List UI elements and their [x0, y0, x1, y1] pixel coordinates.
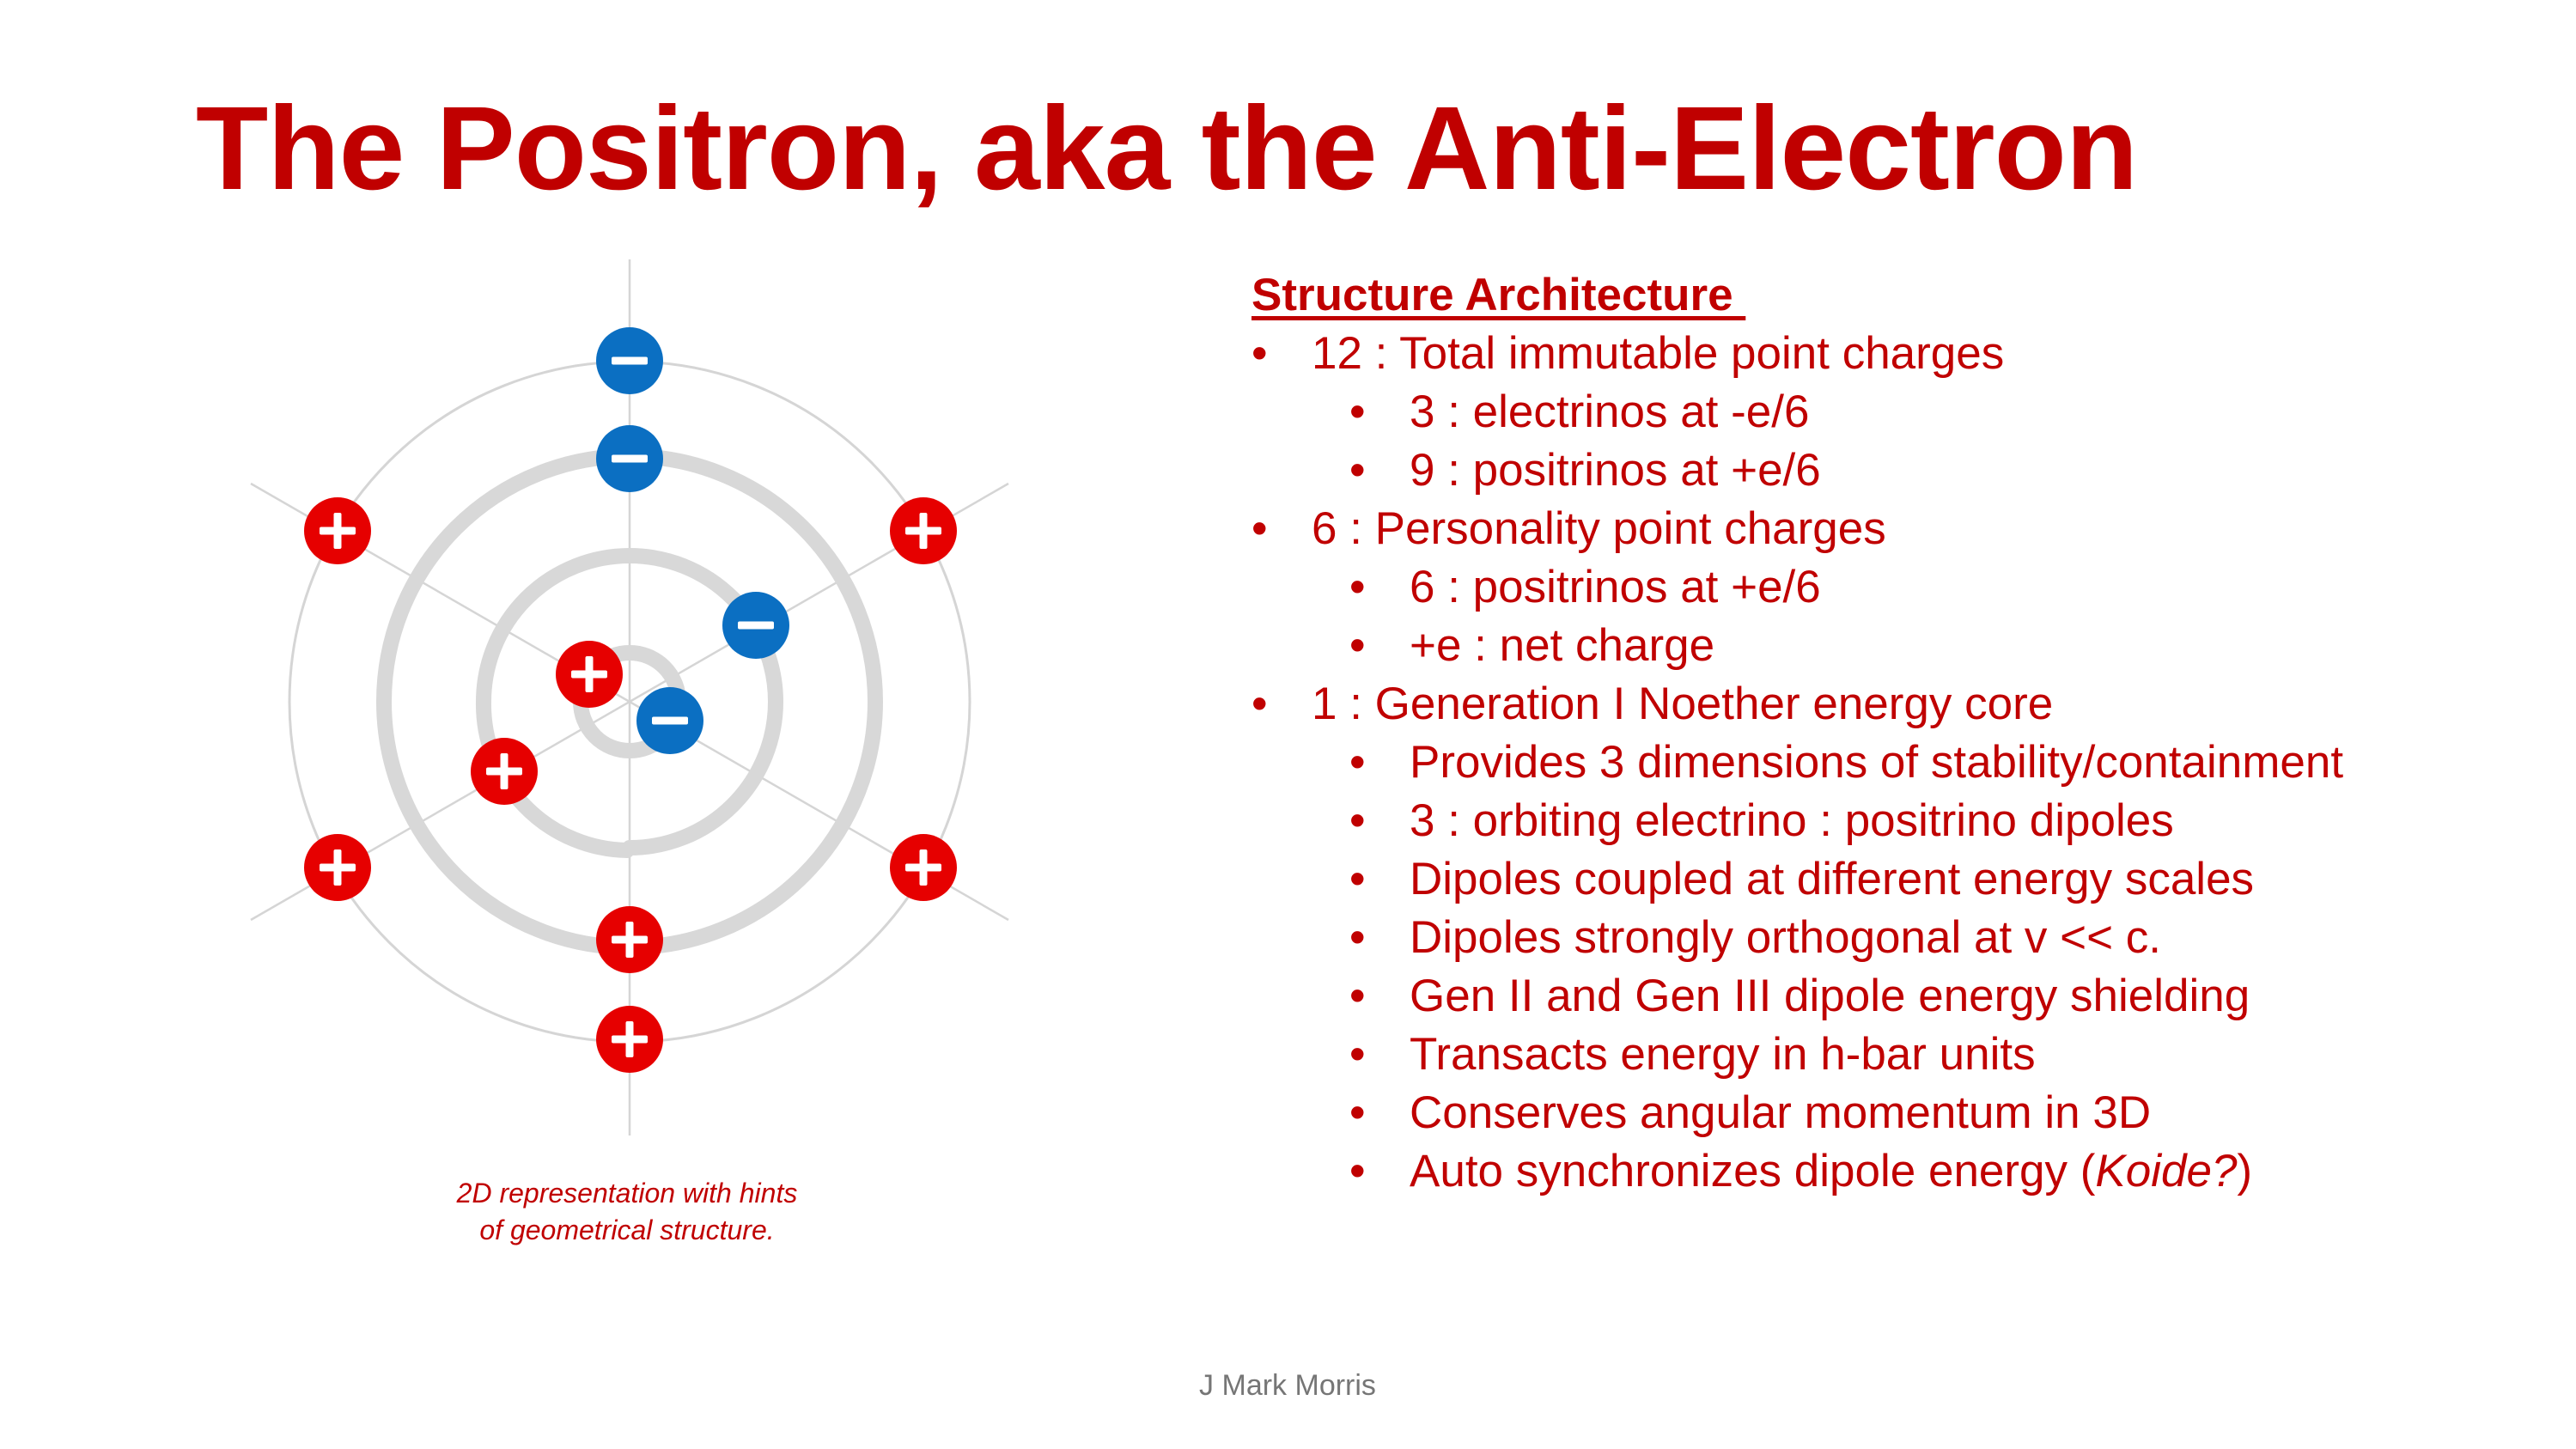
- bullet-text: Gen II and Gen III dipole energy shieldi…: [1410, 971, 2250, 1021]
- positive-charge-icon-positrino-lower-right: [890, 834, 957, 901]
- structure-outline: Structure Architecture • 12 : Total immut…: [1251, 266, 2343, 1201]
- positron-diagram: [250, 259, 1009, 1135]
- sub-bullet-item: • Transacts energy in h-bar units: [1251, 1026, 2343, 1084]
- minus-sign-bar: [612, 356, 648, 365]
- bullet-item: • 6 : Personality point charges: [1251, 500, 2343, 558]
- bullet-dot: •: [1349, 854, 1366, 904]
- axis-lines: [250, 259, 1009, 1135]
- minus-sign-bar: [738, 621, 774, 630]
- bullet-dot: •: [1349, 971, 1366, 1021]
- positive-charge-icon-positrino-middle-left: [471, 738, 538, 805]
- positive-charge-icon-positrino-outer-bottom: [596, 1006, 663, 1073]
- negative-charge-icon-electrino-inner: [636, 687, 703, 754]
- sub-bullet-item: • 9 : positrinos at +e/6: [1251, 441, 2343, 500]
- charge-markers: [304, 327, 957, 1073]
- sub-bullet-item: • Dipoles strongly orthogonal at v << c.: [1251, 909, 2343, 967]
- plus-sign-stem: [919, 513, 928, 549]
- plus-sign-stem: [625, 922, 634, 958]
- sub-bullet-item: • 6 : positrinos at +e/6: [1251, 558, 2343, 617]
- positive-charge-icon-positrino-upper-left: [304, 497, 371, 564]
- bullet-dot: •: [1349, 1146, 1366, 1196]
- bullet-text: +e : net charge: [1410, 620, 1715, 671]
- bullet-text: Conserves angular momentum in 3D: [1410, 1087, 2152, 1138]
- bullet-dot: •: [1349, 912, 1366, 963]
- bullet-text: Provides 3 dimensions of stability/conta…: [1410, 737, 2344, 788]
- plus-sign-stem: [919, 849, 928, 886]
- negative-charge-icon-electrino-outer-top: [596, 327, 663, 394]
- caption-line-2: of geometrical structure.: [479, 1215, 775, 1245]
- outline-heading: Structure Architecture: [1251, 270, 1746, 320]
- bullet-text: Dipoles strongly orthogonal at v << c.: [1410, 912, 2161, 963]
- sub-bullet-item: • Provides 3 dimensions of stability/cont…: [1251, 734, 2343, 792]
- bullet-dot: •: [1251, 679, 1268, 729]
- bullet-text: 12 : Total immutable point charges: [1312, 328, 2005, 379]
- negative-charge-icon-electrino-middle: [722, 592, 789, 659]
- sub-bullet-item: • Conserves angular momentum in 3D: [1251, 1084, 2343, 1142]
- bullet-dot: •: [1251, 328, 1268, 379]
- bullet-dot: •: [1349, 737, 1366, 788]
- bullet-item: • 1 : Generation I Noether energy core: [1251, 675, 2343, 734]
- slide-title: The Positron, aka the Anti-Electron: [196, 82, 2138, 215]
- bullet-text: 9 : positrinos at +e/6: [1410, 445, 1821, 496]
- plus-sign-stem: [585, 656, 594, 692]
- bullet-list: • 12 : Total immutable point charges • 3 : …: [1251, 325, 2343, 1201]
- bullet-italic-text: Koide?: [2095, 1146, 2238, 1196]
- bullet-dot: •: [1349, 795, 1366, 846]
- bullet-dot: •: [1349, 387, 1366, 437]
- caption-line-1: 2D representation with hints: [456, 1178, 798, 1209]
- bullet-item: • 12 : Total immutable point charges: [1251, 325, 2343, 383]
- bullet-dot: •: [1349, 1029, 1366, 1080]
- positive-charge-icon-positrino-upper-right: [890, 497, 957, 564]
- plus-sign-stem: [333, 513, 342, 549]
- diagram-caption: 2D representation with hints of geometri…: [395, 1175, 859, 1249]
- bullet-suffix: ): [2237, 1146, 2253, 1196]
- sub-bullet-item: • Gen II and Gen III dipole energy shield…: [1251, 967, 2343, 1026]
- footer-author: J Mark Morris: [1199, 1369, 1376, 1402]
- positive-charge-icon-positrino-lower-left: [304, 834, 371, 901]
- bullet-text: 3 : orbiting electrino : positrino dipol…: [1410, 795, 2174, 846]
- sub-bullet-item: • Dipoles coupled at different energy sca…: [1251, 850, 2343, 909]
- bullet-dot: •: [1251, 503, 1268, 554]
- sub-bullet-item: • 3 : electrinos at -e/6: [1251, 383, 2343, 441]
- bullet-dot: •: [1349, 445, 1366, 496]
- minus-sign-bar: [652, 716, 688, 725]
- positive-charge-icon-positrino-inner-left: [556, 641, 623, 708]
- bullet-text: Auto synchronizes dipole energy (: [1410, 1146, 2096, 1196]
- plus-sign-stem: [333, 849, 342, 886]
- diagonal-axis-ascending: [250, 482, 1009, 922]
- bullet-text: Transacts energy in h-bar units: [1410, 1029, 2036, 1080]
- plus-sign-stem: [625, 1021, 634, 1057]
- bullet-text: 6 : positrinos at +e/6: [1410, 562, 1821, 612]
- bullet-dot: •: [1349, 620, 1366, 671]
- negative-charge-icon-electrino-top: [596, 425, 663, 492]
- bullet-text: 3 : electrinos at -e/6: [1410, 387, 1810, 437]
- plus-sign-stem: [500, 753, 509, 789]
- sub-bullet-item: • 3 : orbiting electrino : positrino dipo…: [1251, 792, 2343, 850]
- bullet-dot: •: [1349, 562, 1366, 612]
- bullet-text: 1 : Generation I Noether energy core: [1312, 679, 2054, 729]
- sub-bullet-item: • Auto synchronizes dipole energy (Koide?…: [1251, 1142, 2343, 1201]
- sub-bullet-item: • +e : net charge: [1251, 617, 2343, 675]
- bullet-text: 6 : Personality point charges: [1312, 503, 1886, 554]
- bullet-text: Dipoles coupled at different energy scal…: [1410, 854, 2255, 904]
- bullet-dot: •: [1349, 1087, 1366, 1138]
- minus-sign-bar: [612, 454, 648, 463]
- positive-charge-icon-positrino-bottom: [596, 906, 663, 973]
